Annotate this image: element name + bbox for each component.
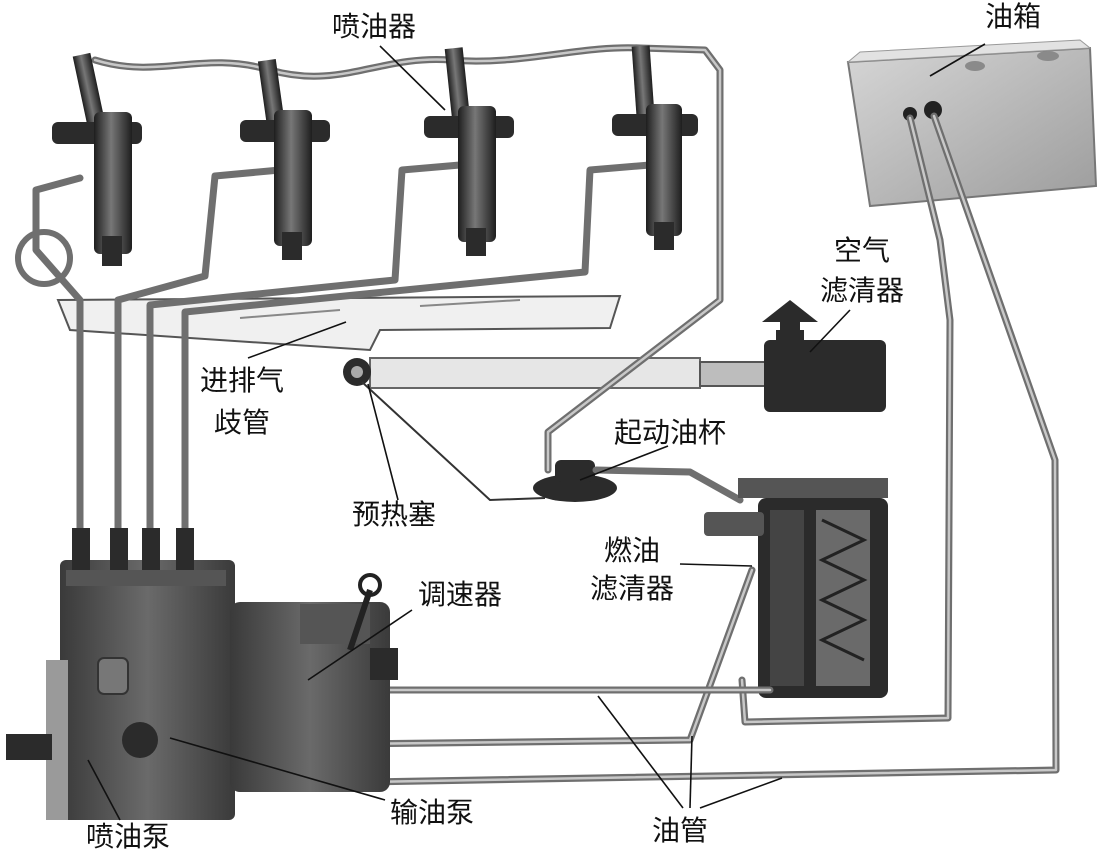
preheat-plug-label: 预热塞	[352, 498, 436, 531]
injector-label: 喷油器	[332, 10, 416, 43]
injection-pump	[6, 528, 235, 820]
preheat-wire	[361, 381, 546, 502]
tank-return-pipe	[738, 114, 954, 726]
governor	[230, 573, 398, 792]
governor-label: 调速器	[418, 578, 502, 611]
injector-1	[52, 52, 142, 266]
air-filter-label-line1: 空气	[834, 234, 890, 267]
fuel-tank	[846, 39, 1098, 208]
transfer-pump-label: 输油泵	[390, 796, 474, 829]
manifold-label-line1: 进排气	[200, 364, 284, 397]
fuel-pipe-label: 油管	[652, 814, 708, 847]
starting-cup-label: 起动油杯	[614, 416, 726, 449]
fuel-filter	[704, 478, 888, 698]
manifold-label-line2: 歧管	[214, 406, 270, 439]
injector-2	[240, 59, 330, 260]
starting-fuel-cup	[533, 460, 744, 504]
preheat-plug	[343, 358, 371, 386]
injector-4	[612, 45, 698, 250]
injector-return-line	[91, 44, 724, 474]
fuel-filter-label-line2: 滤清器	[590, 572, 674, 605]
injector-3	[424, 47, 514, 256]
fuel-filter-label-line1: 燃油	[604, 534, 660, 567]
high-pressure-pipes	[15, 161, 654, 544]
injection-pump-label: 喷油泵	[86, 820, 170, 853]
leader-lines	[87, 43, 986, 821]
air-filter	[762, 300, 886, 412]
fuel-tank-label: 油箱	[985, 0, 1041, 33]
air-filter-label-line2: 滤清器	[820, 274, 904, 307]
